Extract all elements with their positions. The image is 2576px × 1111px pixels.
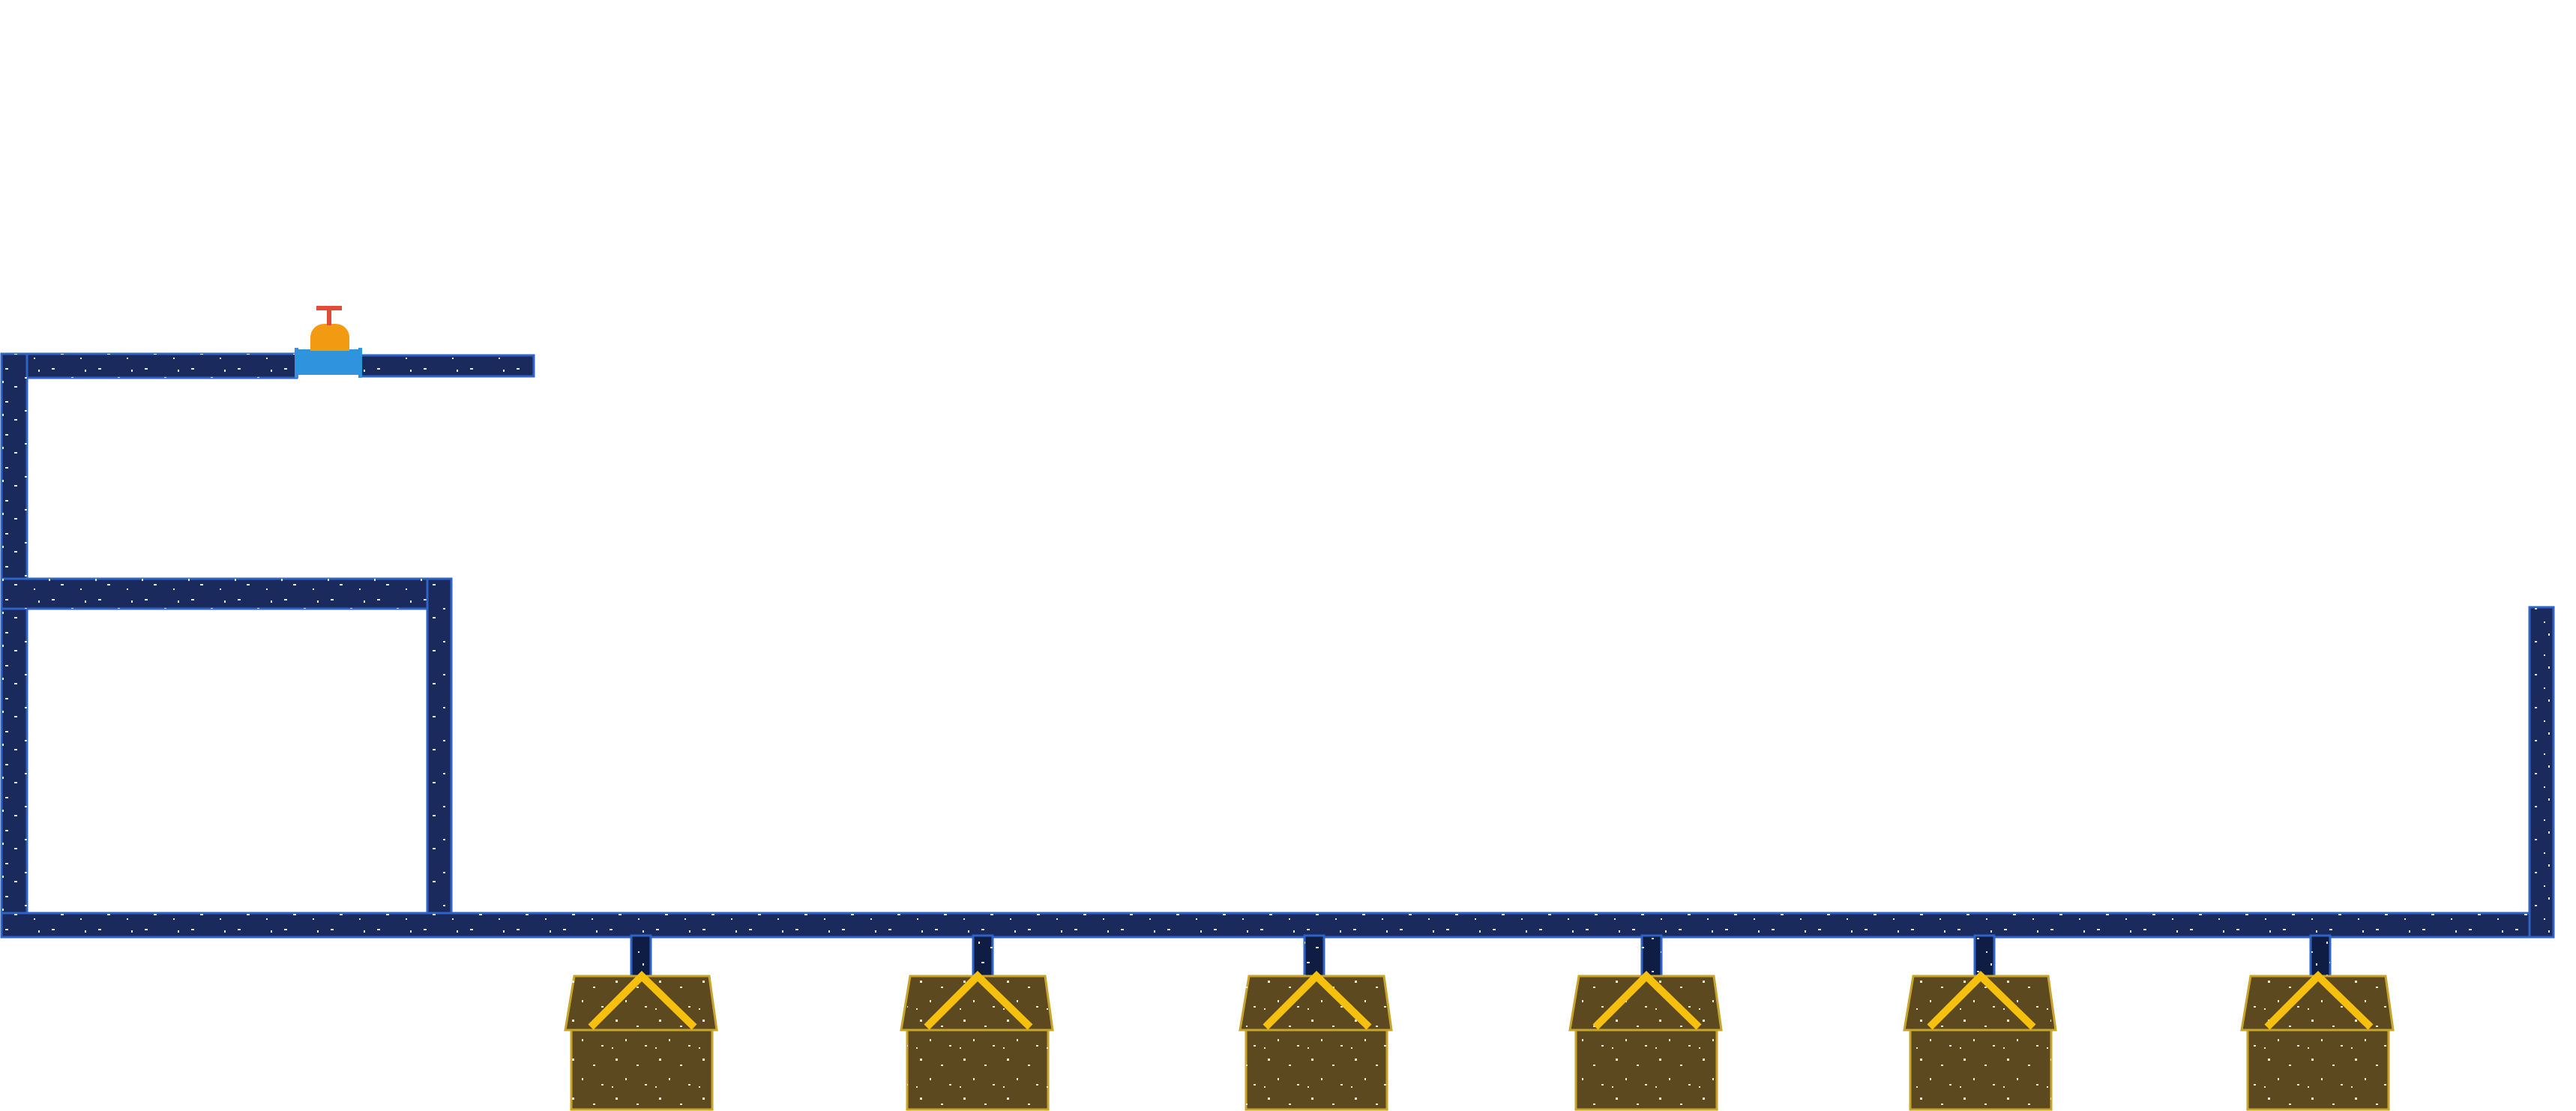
drop-pipe-house-4[interactable]	[1640, 934, 1663, 979]
pipe-network	[0, 352, 2555, 979]
pipe-segment-left-vertical[interactable]	[0, 352, 28, 937]
house-icon	[1239, 970, 1393, 1111]
pipe-segment-bottom-main[interactable]	[0, 912, 2555, 939]
pipe-segment-right-vertical[interactable]	[2528, 606, 2555, 939]
pipe-segment-loop-top[interactable]	[0, 577, 451, 610]
drop-pipe-house-1[interactable]	[630, 934, 652, 979]
pipe-segment-top-left[interactable]	[0, 352, 298, 379]
house-icon	[1568, 970, 1723, 1111]
valve-icon[interactable]	[295, 306, 362, 378]
house-icon	[1903, 970, 2057, 1111]
drop-pipe-house-3[interactable]	[1303, 934, 1325, 979]
pipe-segment-top-right[interactable]	[358, 354, 535, 378]
drop-pipe-house-2[interactable]	[972, 934, 994, 979]
pipe-segment-loop-right[interactable]	[426, 577, 453, 937]
house-icon	[564, 970, 718, 1111]
house-icon	[2240, 970, 2395, 1111]
drop-pipe-house-6[interactable]	[2309, 934, 2332, 979]
house-icon	[900, 970, 1054, 1111]
drop-pipe-house-5[interactable]	[1973, 934, 1996, 979]
